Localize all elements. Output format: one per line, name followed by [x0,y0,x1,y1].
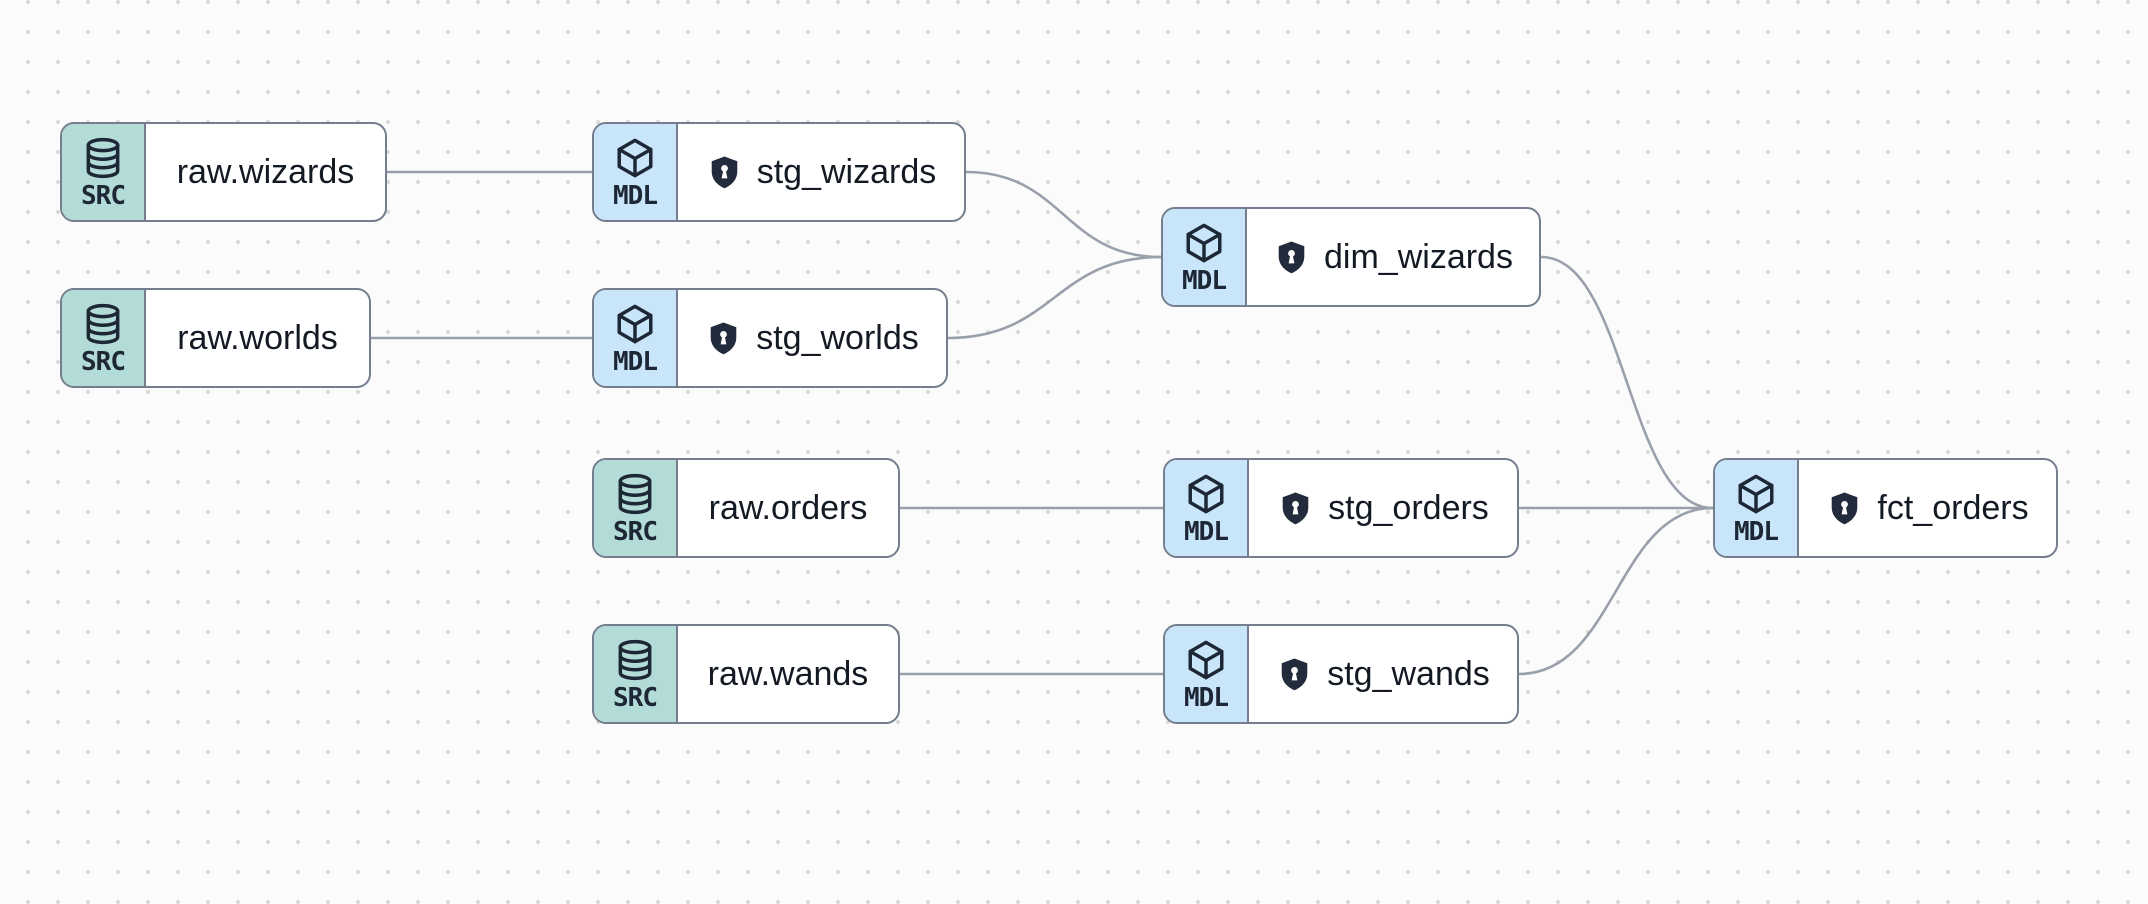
node-label: raw.wands [707,654,869,693]
node-fct_orders[interactable]: MDL fct_orders [1713,458,2058,558]
node-body: stg_worlds [678,290,946,386]
cube-icon [613,302,657,346]
edge-dim_wizards-fct_orders [1539,255,1715,510]
database-icon [81,302,125,346]
node-body: fct_orders [1799,460,2056,556]
node-raw_worlds[interactable]: SRC raw.worlds [60,288,371,388]
cube-icon [1182,221,1226,265]
node-badge: MDL [1165,460,1249,556]
node-label: stg_wizards [756,152,937,191]
node-raw_orders[interactable]: SRC raw.orders [592,458,900,558]
shield-icon [706,154,743,191]
node-badge: SRC [62,124,146,220]
node-label: raw.wizards [176,152,355,191]
node-badge-label: MDL [1184,682,1229,713]
node-body: raw.worlds [146,290,369,386]
node-body: dim_wizards [1247,209,1539,305]
node-label: raw.worlds [177,318,338,357]
node-dim_wizards[interactable]: MDL dim_wizards [1161,207,1541,307]
shield-icon [1277,490,1314,527]
node-body: stg_orders [1249,460,1517,556]
node-stg_orders[interactable]: MDL stg_orders [1163,458,1519,558]
edge-stg_worlds-dim_wizards [946,255,1163,340]
node-stg_worlds[interactable]: MDL stg_worlds [592,288,948,388]
node-badge: SRC [594,460,678,556]
node-badge: MDL [1163,209,1247,305]
node-badge-label: MDL [1734,516,1779,547]
node-badge-label: MDL [1182,265,1227,296]
cube-icon [613,136,657,180]
cube-icon [1734,472,1778,516]
node-badge: MDL [594,290,678,386]
node-label: stg_orders [1328,488,1489,527]
node-body: raw.orders [678,460,898,556]
shield-icon [1273,239,1310,276]
edge-stg_wizards-dim_wizards [964,170,1163,259]
edge-stg_wands-fct_orders [1517,506,1715,676]
node-badge: MDL [1715,460,1799,556]
node-label: fct_orders [1877,488,2029,527]
node-raw_wizards[interactable]: SRC raw.wizards [60,122,387,222]
node-badge-label: MDL [613,180,658,211]
cube-icon [1184,638,1228,682]
node-badge: MDL [1165,626,1249,722]
shield-icon [705,320,742,357]
shield-icon [1276,656,1313,693]
node-label: stg_wands [1327,654,1490,693]
node-badge-label: SRC [613,516,658,547]
database-icon [613,638,657,682]
node-body: raw.wands [678,626,898,722]
node-badge-label: MDL [1184,516,1229,547]
node-badge: MDL [594,124,678,220]
shield-icon [1826,490,1863,527]
cube-icon [1184,472,1228,516]
node-label: stg_worlds [756,318,919,357]
node-raw_wands[interactable]: SRC raw.wands [592,624,900,724]
node-body: stg_wizards [678,124,964,220]
node-badge-label: SRC [613,682,658,713]
node-body: raw.wizards [146,124,385,220]
node-body: stg_wands [1249,626,1517,722]
node-badge: SRC [62,290,146,386]
node-badge: SRC [594,626,678,722]
database-icon [613,472,657,516]
node-badge-label: SRC [81,346,126,377]
node-label: raw.orders [708,488,868,527]
node-stg_wands[interactable]: MDL stg_wands [1163,624,1519,724]
node-badge-label: MDL [613,346,658,377]
node-stg_wizards[interactable]: MDL stg_wizards [592,122,966,222]
database-icon [81,136,125,180]
node-label: dim_wizards [1324,237,1513,276]
node-badge-label: SRC [81,180,126,211]
